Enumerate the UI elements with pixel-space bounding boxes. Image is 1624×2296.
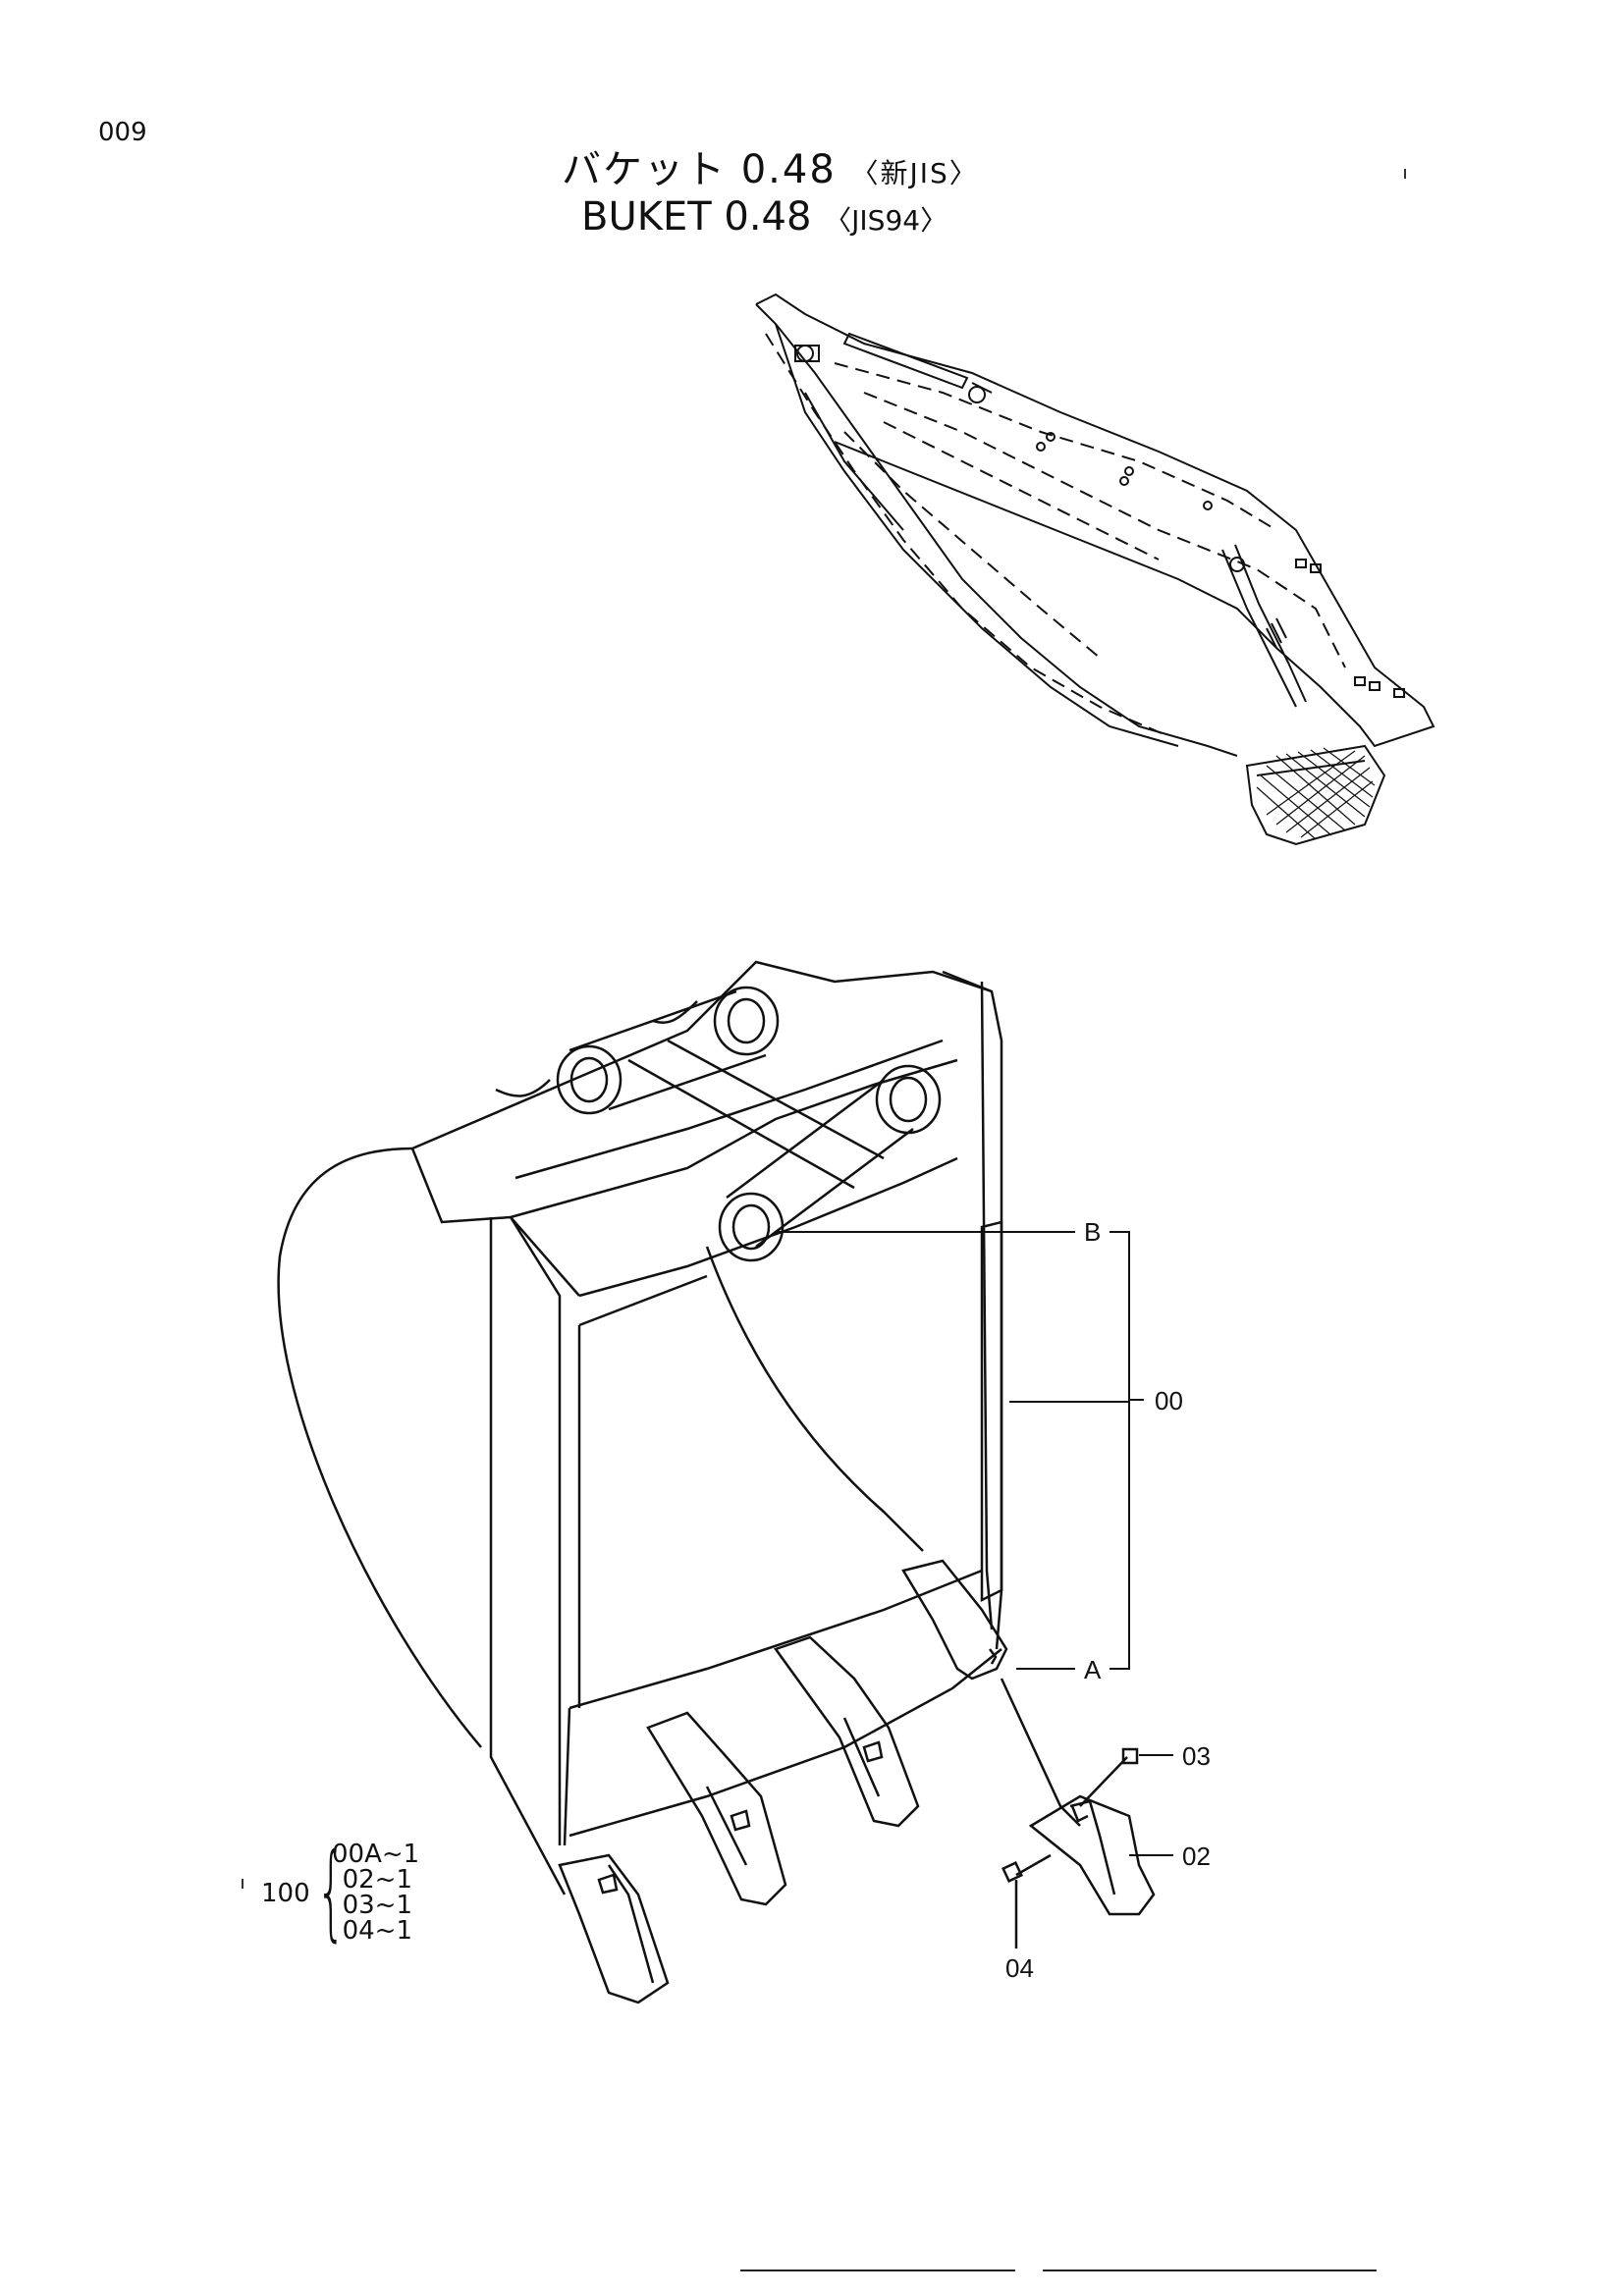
exploded-tooth-assembly xyxy=(1001,1747,1156,1949)
title-jp-code: 〈新JIS〉 xyxy=(850,157,979,189)
pin-03-part xyxy=(1121,1747,1139,1765)
kit-item: 03~1 xyxy=(342,1891,412,1920)
page-number: 009 xyxy=(98,118,147,147)
footer-rule-right xyxy=(1043,2269,1377,2271)
margin-mark xyxy=(1404,169,1406,179)
callout-00-bucket: 00 xyxy=(1155,1386,1183,1415)
kit-item-list: 00A~1 02~1 03~1 04~1 xyxy=(332,1840,420,1946)
kit-item: 04~1 xyxy=(342,1916,412,1946)
title-en-code: 〈JIS94〉 xyxy=(824,204,948,237)
title-english: BUKET 0.48 〈JIS94〉 xyxy=(581,194,947,240)
kit-number: 100 xyxy=(261,1879,310,1908)
title-japanese: バケット 0.48 〈新JIS〉 xyxy=(562,137,979,194)
kit-item: 00A~1 xyxy=(332,1840,420,1869)
kit-brace: { xyxy=(316,1831,347,1951)
bucket-illustration xyxy=(277,960,1081,2004)
title-jp-text: バケット 0.48 xyxy=(562,147,837,192)
callout-02-tooth: 02 xyxy=(1182,1842,1211,1871)
footer-rule-left xyxy=(740,2269,1015,2271)
callout-b: B xyxy=(1084,1217,1102,1247)
callout-04-lock: 04 xyxy=(1005,1953,1034,1983)
kit-item: 02~1 xyxy=(342,1865,412,1895)
kit-margin-mark xyxy=(242,1879,244,1889)
title-en-text: BUKET 0.48 xyxy=(581,194,812,240)
callout-leaders xyxy=(776,1231,1173,1856)
arm-overview-illustration xyxy=(755,293,1435,846)
callout-a: A xyxy=(1084,1655,1102,1684)
arm-bucket-hatch xyxy=(1256,747,1376,840)
callout-03-pin: 03 xyxy=(1182,1741,1211,1771)
lock-04-part xyxy=(1001,1861,1023,1883)
